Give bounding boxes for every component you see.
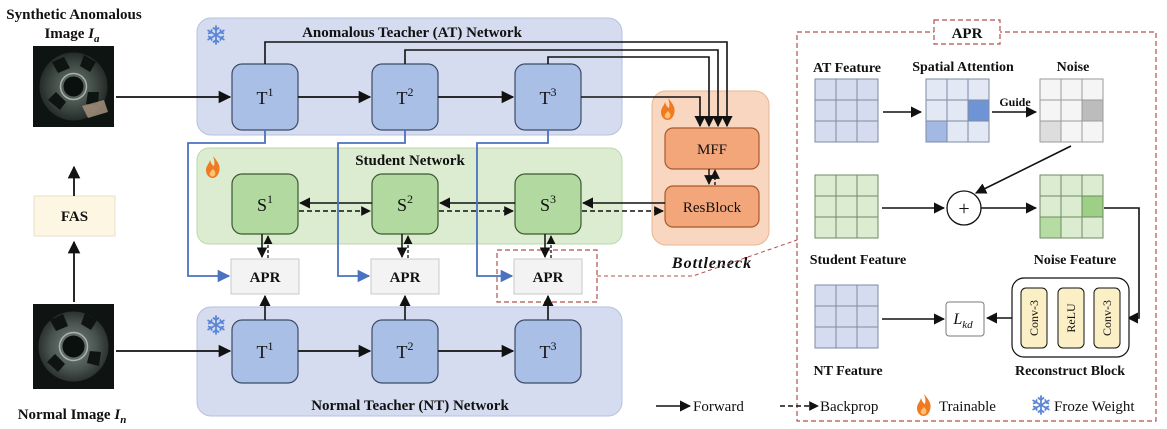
svg-text:T2: T2: [397, 339, 414, 362]
at1-to-apr1-blue-arrow: [187, 130, 266, 283]
reconstruct-block-label: Reconstruct Block: [1015, 364, 1125, 379]
at-feature-grid: [814, 78, 879, 143]
student-block-2: S2: [371, 173, 439, 235]
svg-text:T1: T1: [257, 339, 274, 362]
nt-block-1: T1: [231, 319, 299, 384]
svg-text:S1: S1: [257, 192, 273, 215]
svg-text:S2: S2: [397, 192, 413, 215]
resblock-block: ResBlock: [664, 185, 760, 228]
apr-detail-title-box: [933, 19, 1001, 45]
apr-block-1: APR: [230, 258, 300, 295]
kd-loss-box: [945, 301, 985, 337]
kd-loss-symbol: Lkd: [952, 311, 973, 331]
nt-feature-grid: [814, 284, 879, 349]
guide-label: Guide: [999, 95, 1031, 109]
at-block-1: T1: [231, 63, 299, 131]
at2-to-apr2-blue-arrow: [337, 130, 406, 283]
svg-text:T2: T2: [397, 85, 414, 108]
nt-block-2: T2: [371, 319, 439, 384]
svg-text:ReLU: ReLU: [1064, 303, 1078, 333]
legend-freeze-label: Froze Weight: [1054, 399, 1135, 415]
at-network-title: Anomalous Teacher (AT) Network: [302, 25, 523, 41]
nt-block-3: T3: [514, 319, 582, 384]
svg-text:Conv-3: Conv-3: [1100, 300, 1114, 336]
svg-text:APR: APR: [390, 270, 421, 286]
student-network-title: Student Network: [355, 153, 465, 169]
noise-to-plus-arrow: [974, 145, 1072, 194]
at3-to-mff-arrow: [547, 56, 715, 128]
noise-grid: [1039, 78, 1104, 143]
apr-block-3: APR: [513, 258, 583, 295]
svg-text:S3: S3: [540, 192, 556, 215]
svg-text:APR: APR: [533, 270, 564, 286]
noise-feature-label: Noise Feature: [1034, 253, 1117, 268]
anomalous-image-subtitle: Image Ia: [44, 26, 100, 45]
anomalous-image-title: Synthetic Anomalous: [6, 7, 142, 23]
at-block-3: T3: [514, 63, 582, 131]
noise-feature-grid: [1039, 174, 1104, 239]
legend-trainable-label: Trainable: [939, 399, 996, 415]
spatial-attention-label: Spatial Attention: [912, 60, 1014, 75]
legend-snowflake-icon: [1032, 395, 1050, 415]
apr-zoom-connector: [597, 239, 798, 277]
apr-block-2: APR: [370, 258, 440, 295]
anomalous-image: [33, 46, 114, 127]
svg-text:T1: T1: [257, 85, 274, 108]
bottleneck-title: Bottleneck: [671, 255, 752, 272]
reconstruct-layer-2: ReLU: [1057, 287, 1085, 349]
at1-to-mff-arrow: [264, 41, 733, 128]
at3-to-apr3-blue-arrow: [476, 130, 549, 283]
spatial-attention-grid: [925, 78, 990, 143]
noise-feature-to-reconstruct-arrow: [1104, 207, 1140, 324]
svg-text:T3: T3: [540, 85, 557, 108]
nt-network-title: Normal Teacher (NT) Network: [311, 398, 509, 414]
at-to-mff-extra-arrow: [581, 96, 706, 128]
legend-forward-label: Forward: [693, 399, 744, 415]
plus-symbol: +: [958, 198, 969, 220]
noise-label: Noise: [1057, 60, 1090, 75]
reconstruct-layer-3: Conv-3: [1093, 287, 1121, 349]
fas-label: FAS: [61, 209, 88, 225]
svg-text:ResBlock: ResBlock: [683, 200, 742, 216]
svg-text:MFF: MFF: [697, 142, 727, 158]
legend-flame-icon: [917, 394, 931, 416]
student-block-3: S3: [514, 173, 582, 235]
student-block-1: S1: [231, 173, 299, 235]
svg-text:T3: T3: [540, 339, 557, 362]
at-feature-label: AT Feature: [813, 61, 881, 76]
student-feature-label: Student Feature: [810, 253, 907, 268]
at-block-2: T2: [371, 63, 439, 131]
svg-text:APR: APR: [250, 270, 281, 286]
reconstruct-layer-1: Conv-3: [1020, 287, 1048, 349]
apr-detail-title: APR: [952, 26, 983, 42]
at2-to-mff-arrow: [404, 49, 724, 128]
svg-text:Conv-3: Conv-3: [1027, 300, 1041, 336]
normal-image: [33, 304, 114, 389]
legend-backprop-label: Backprop: [820, 399, 878, 415]
normal-image-title: Normal Image In: [18, 407, 127, 426]
mff-block: MFF: [664, 127, 760, 170]
nt-feature-label: NT Feature: [813, 364, 882, 379]
student-feature-grid: [814, 174, 879, 239]
